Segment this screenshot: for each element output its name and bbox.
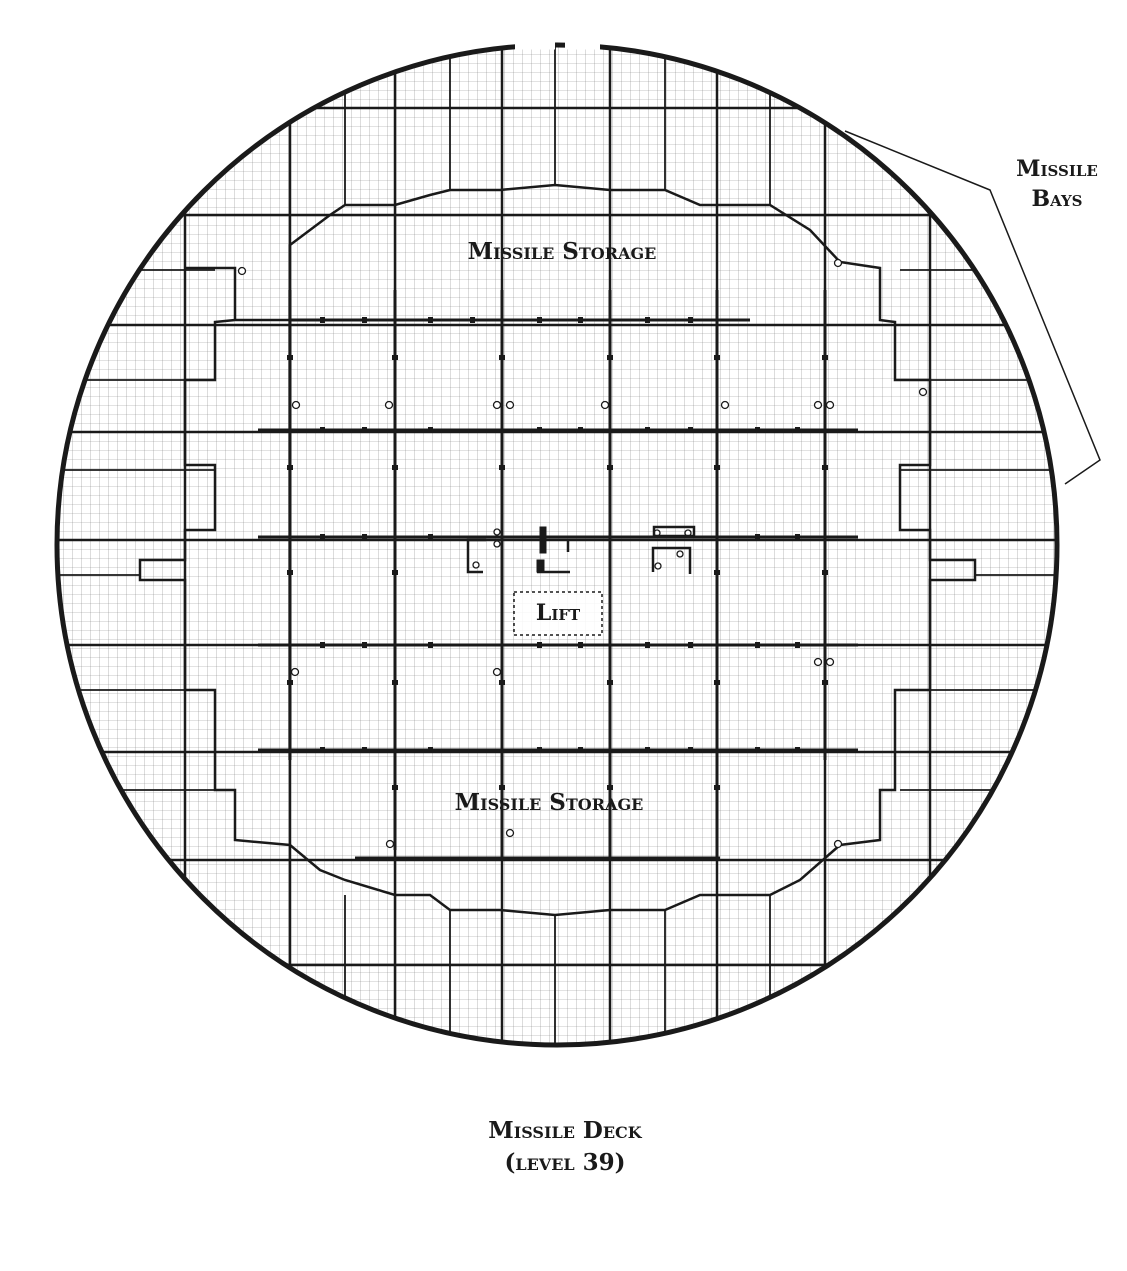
missile-bays-leader (844, 130, 1101, 485)
missile-storage-label-bottom: Missile Storage (455, 789, 644, 816)
lift-outline (513, 591, 603, 636)
storage-boundary (138, 183, 977, 917)
map-subtitle: (level 39) (504, 1149, 625, 1176)
central-equipment (466, 525, 696, 574)
column-studs (287, 317, 828, 790)
lift-label: Lift (536, 600, 581, 626)
map-title: Missile Deck (488, 1117, 643, 1144)
missile-bays-label-line1: Missile (1016, 156, 1098, 182)
hatch-markers (237, 258, 928, 849)
hull-ring (54, 42, 1060, 1048)
deck-grid (57, 45, 1057, 1045)
missile-bays-label-line2: Bays (1031, 186, 1082, 212)
missile-storage-label-top: Missile Storage (468, 238, 657, 265)
